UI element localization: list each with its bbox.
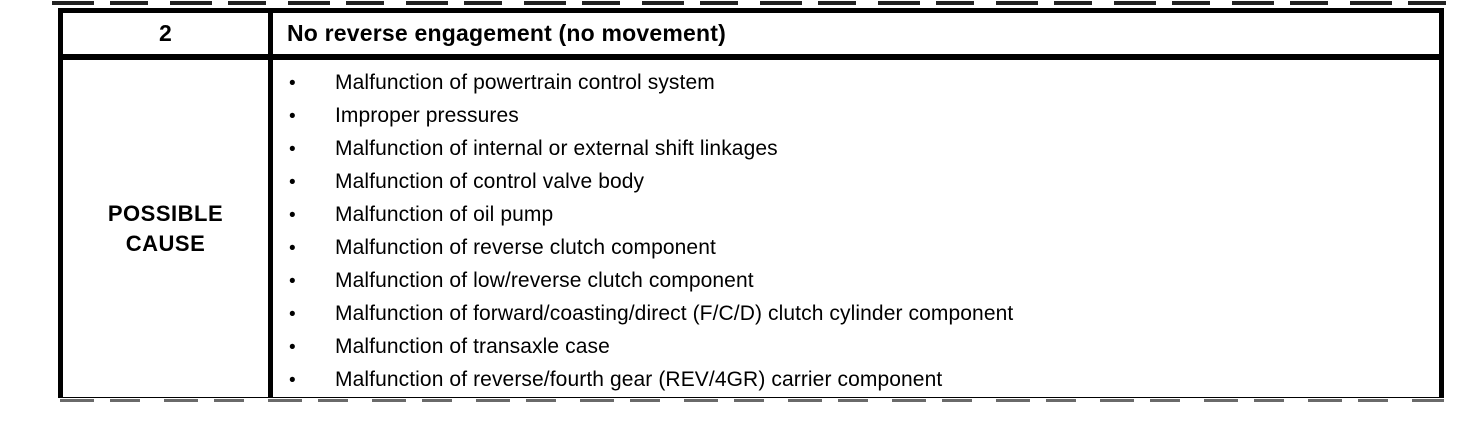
cause-list-item: • Malfunction of powertrain control syst… [289,67,1429,100]
cause-text: Improper pressures [335,104,519,127]
bullet-icon: • [289,172,296,193]
scan-artifact-line-top [52,1,1448,5]
cause-text: Malfunction of forward/coasting/direct (… [335,302,1014,325]
causes-cell: • Malfunction of powertrain control syst… [273,60,1439,397]
cause-text: Malfunction of control valve body [335,170,645,193]
bullet-icon: • [289,106,296,127]
bullet-icon: • [289,370,296,391]
cause-text: Malfunction of transaxle case [335,335,610,358]
cause-list-item: • Malfunction of low/reverse clutch comp… [289,265,1429,298]
symptom-cell: No reverse engagement (no movement) [273,13,1439,60]
case-number-cell: 2 [63,13,273,60]
bullet-icon: • [289,139,296,160]
causes-list: • Malfunction of powertrain control syst… [289,67,1429,397]
possible-cause-label-line1: POSSIBLE [107,200,224,226]
bullet-icon: • [289,238,296,259]
possible-cause-cell: POSSIBLE CAUSE [63,60,273,397]
bullet-icon: • [289,304,296,325]
cause-text: Malfunction of oil pump [335,203,554,226]
cause-text: Malfunction of low/reverse clutch compon… [335,269,754,292]
diagnostic-fault-table: 2 No reverse engagement (no movement) PO… [58,8,1444,398]
cause-text: Malfunction of powertrain control system [335,71,715,94]
scan-artifact-line-bottom [60,399,1444,402]
case-number: 2 [158,20,173,46]
possible-cause-label-line2: CAUSE [125,230,206,256]
bullet-icon: • [289,73,296,94]
cause-list-item: • Malfunction of reverse clutch componen… [289,232,1429,265]
cause-list-item: • Malfunction of transaxle case [289,331,1429,364]
bullet-icon: • [289,271,296,292]
cause-list-item: • Malfunction of reverse/fourth gear (RE… [289,364,1429,397]
bullet-icon: • [289,205,296,226]
cause-text: Malfunction of reverse/fourth gear (REV/… [335,368,943,391]
cause-list-item: • Malfunction of oil pump [289,199,1429,232]
symptom-text: No reverse engagement (no movement) [287,20,727,46]
cause-list-item: • Improper pressures [289,100,1429,133]
bullet-icon: • [289,337,296,358]
cause-list-item: • Malfunction of forward/coasting/direct… [289,298,1429,331]
cause-list-item: • Malfunction of internal or external sh… [289,133,1429,166]
cause-text: Malfunction of reverse clutch component [335,236,716,259]
cause-text: Malfunction of internal or external shif… [335,137,778,160]
cause-list-item: • Malfunction of control valve body [289,166,1429,199]
